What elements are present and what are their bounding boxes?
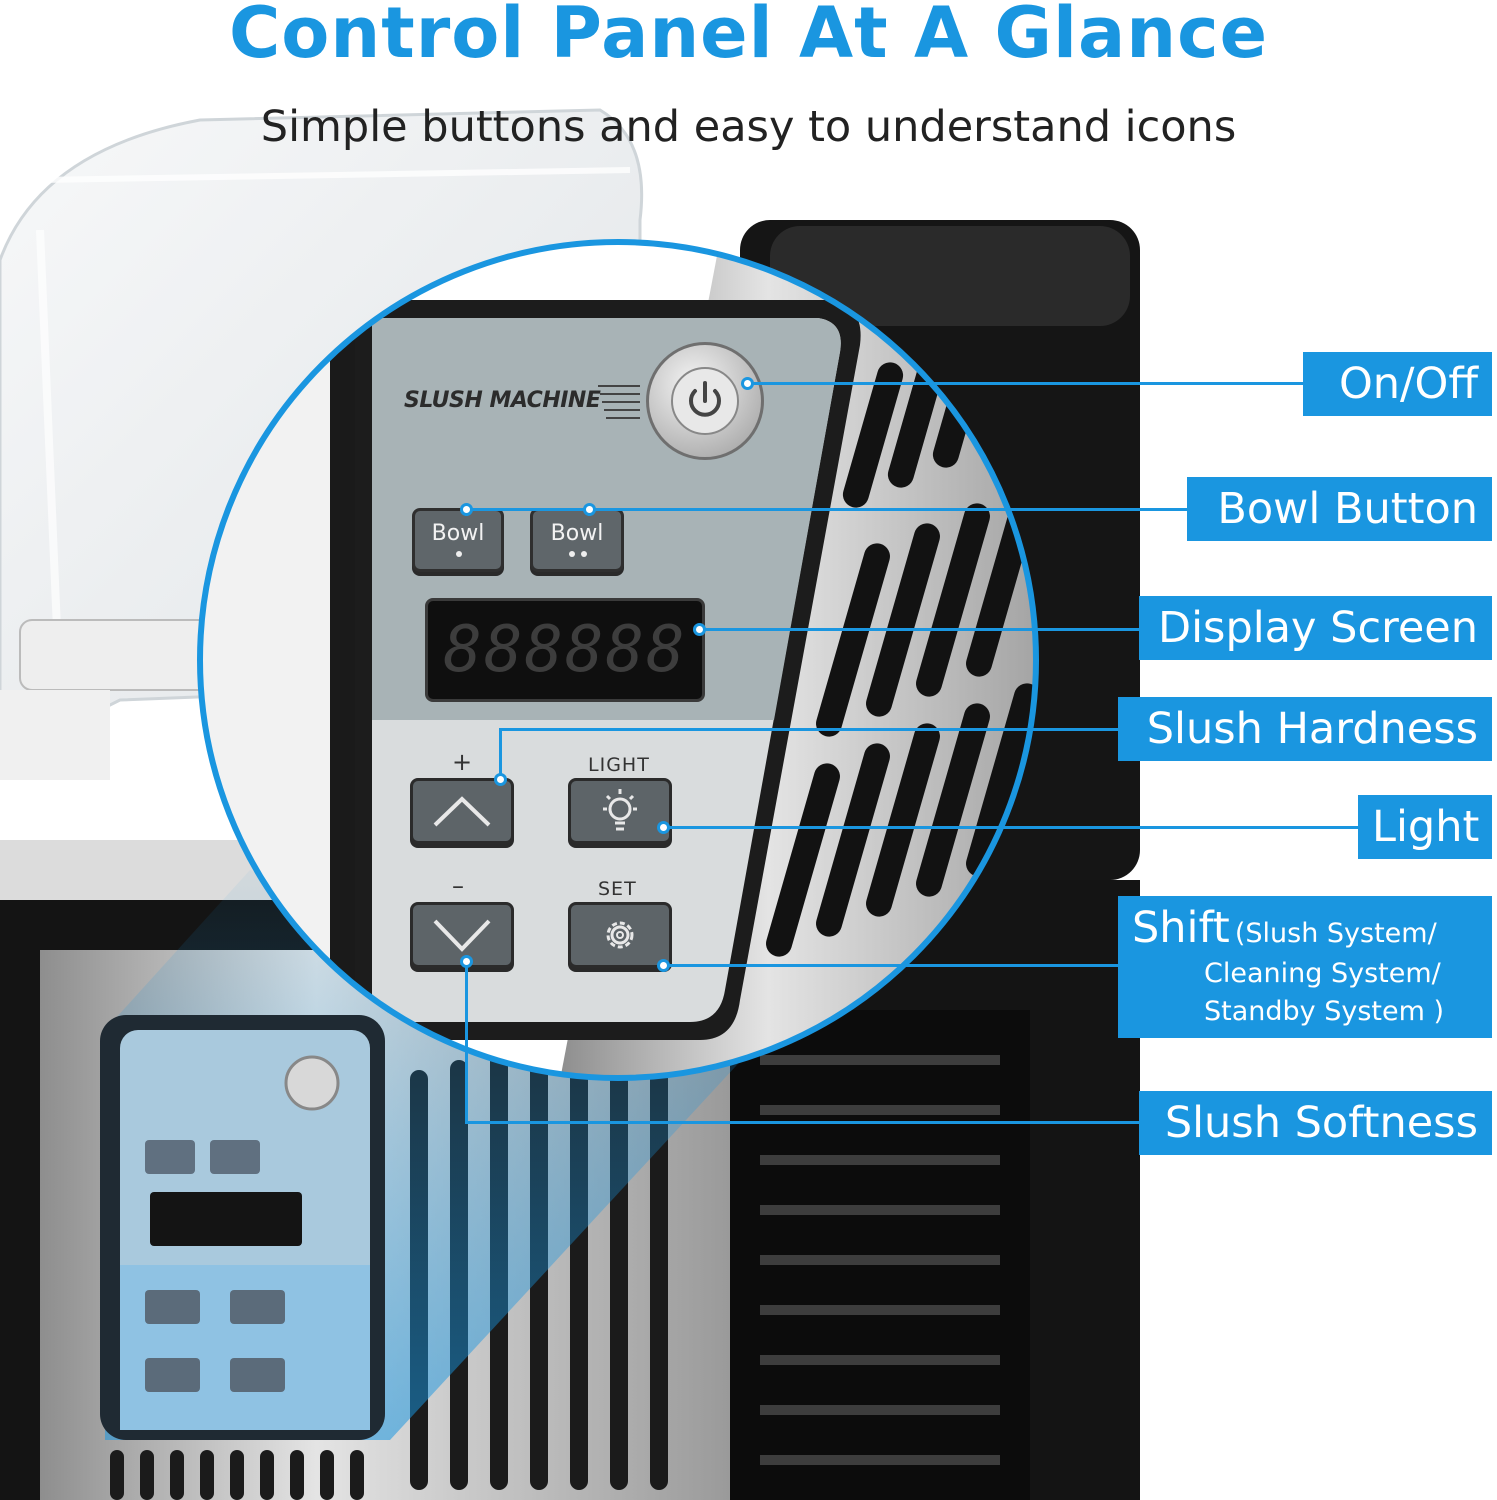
dot-shift [657, 959, 670, 972]
panel-brand: SLUSH MACHINE [404, 388, 601, 413]
hardness-up-button[interactable] [410, 778, 514, 844]
page-subtitle: Simple buttons and easy to understand ic… [260, 102, 1237, 152]
dot-bowl-1 [460, 503, 473, 516]
callout-display-screen: Display Screen [1139, 596, 1492, 660]
callout-light: Light [1358, 795, 1492, 859]
dot-softness [460, 955, 473, 968]
dot-light [657, 821, 670, 834]
set-label: SET [598, 878, 637, 900]
page-title: Control Panel At A Glance [228, 0, 1269, 74]
bowl-2-indicator-dot-b [581, 551, 587, 557]
callout-shift-line1: (Slush System/ [1234, 918, 1437, 949]
power-icon [671, 367, 739, 435]
minus-symbol: – [452, 872, 464, 900]
callout-shift-line3: Standby System ) [1204, 996, 1445, 1027]
callout-on-off: On/Off [1303, 352, 1492, 416]
display-screen: 888888 [425, 598, 705, 702]
dot-hardness [494, 773, 507, 786]
callout-shift: Shift (Slush System/ Cleaning System/ St… [1118, 896, 1492, 1038]
bowl-button-2[interactable]: Bowl [530, 508, 624, 572]
leader-hardness-h [500, 728, 1120, 731]
callout-bowl-button: Bowl Button [1187, 477, 1492, 541]
leader-softness-h [465, 1121, 1139, 1124]
dot-display [693, 623, 706, 636]
gear-icon [606, 921, 634, 949]
leader-hardness-v [499, 728, 502, 780]
leader-bowl [466, 508, 1188, 511]
bowl-button-2-label: Bowl [550, 521, 604, 546]
light-label: LIGHT [588, 754, 650, 776]
callout-slush-softness: Slush Softness [1139, 1091, 1492, 1155]
bowl-button-1[interactable]: Bowl [412, 508, 504, 572]
bowl-2-indicator-dot-a [569, 551, 575, 557]
dot-on-off [741, 377, 754, 390]
leader-shift [664, 964, 1120, 967]
display-digits: 888888 [443, 613, 687, 687]
callout-shift-line2: Cleaning System/ [1204, 958, 1441, 989]
leader-softness-v [465, 962, 468, 1124]
chevron-up-icon [433, 796, 491, 827]
chevron-down-icon [433, 919, 491, 952]
bowl-button-1-label: Bowl [431, 521, 485, 546]
set-button[interactable] [568, 902, 672, 968]
leader-light [664, 826, 1360, 829]
dot-bowl-2 [583, 503, 596, 516]
lightbulb-icon [603, 789, 637, 831]
callout-slush-hardness: Slush Hardness [1118, 697, 1492, 761]
power-button[interactable] [646, 342, 764, 460]
light-button[interactable] [568, 778, 672, 844]
callout-shift-title: Shift [1132, 903, 1230, 953]
leader-display [700, 628, 1140, 631]
plus-symbol: + [452, 748, 473, 776]
leader-on-off [748, 382, 1304, 385]
bowl-1-indicator-dot [456, 551, 462, 557]
